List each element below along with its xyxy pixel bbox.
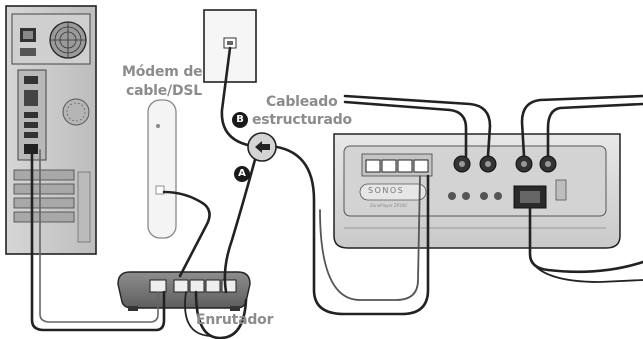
cable-modem-router	[162, 190, 211, 278]
zoneplayer-logo-badge	[359, 183, 427, 201]
marker-a: A	[234, 166, 250, 182]
zoneplayer-brand: SONOS	[368, 186, 405, 195]
cable-computer-router-shadow	[39, 149, 159, 323]
computer-tower	[5, 5, 97, 255]
zoneplayer-ethernet-port	[381, 159, 397, 173]
expansion-slot	[13, 169, 75, 181]
cables	[30, 46, 643, 339]
expansion-slot	[13, 211, 75, 223]
modem-body	[147, 99, 177, 239]
power-cord-2	[529, 257, 643, 283]
modem	[147, 99, 177, 239]
arrow-icon	[255, 141, 270, 153]
router-lan-port	[173, 279, 189, 293]
speaker-wire-left-2	[343, 94, 492, 158]
speaker-wire-right	[520, 94, 643, 158]
zoneplayer-ethernet-port	[397, 159, 413, 173]
zoneplayer	[333, 133, 621, 249]
structured-cabling-connector	[247, 132, 277, 162]
router-wan-port	[149, 279, 167, 293]
wall-plate-body	[203, 9, 257, 83]
router	[117, 271, 251, 311]
cable-connector-router	[223, 154, 258, 294]
zoneplayer-ethernet-port	[365, 159, 381, 173]
modem-label-line1: Módem de	[122, 64, 203, 80]
cable-computer-router	[30, 148, 166, 332]
zoneplayer-model: ZonePlayer ZP100	[370, 203, 407, 208]
cable-router-loop-2	[184, 291, 211, 337]
zoneplayer-ethernet-port	[413, 159, 429, 173]
expansion-slot	[13, 183, 75, 195]
cable-connector-zoneplayer	[268, 144, 430, 316]
wall-plate	[203, 9, 257, 83]
speaker-wire-left	[343, 100, 468, 158]
computer-ethernet-port	[24, 144, 38, 154]
expansion-slot	[13, 197, 75, 209]
marker-b: B	[232, 112, 248, 128]
cable-connector-zoneplayer-2	[319, 175, 421, 301]
cable-router-loop	[194, 290, 248, 339]
router-label: Enrutador	[196, 312, 274, 328]
modem-port	[155, 185, 165, 195]
cabling-label-line2: estructurado	[252, 112, 352, 128]
router-lan-port	[189, 279, 205, 293]
speaker-wire-right-2	[546, 102, 643, 158]
cabling-label-line1: Cableado	[266, 94, 338, 110]
cable-wall-connector	[220, 46, 254, 148]
router-lan-port	[205, 279, 221, 293]
modem-label-line2: cable/DSL	[126, 83, 202, 99]
